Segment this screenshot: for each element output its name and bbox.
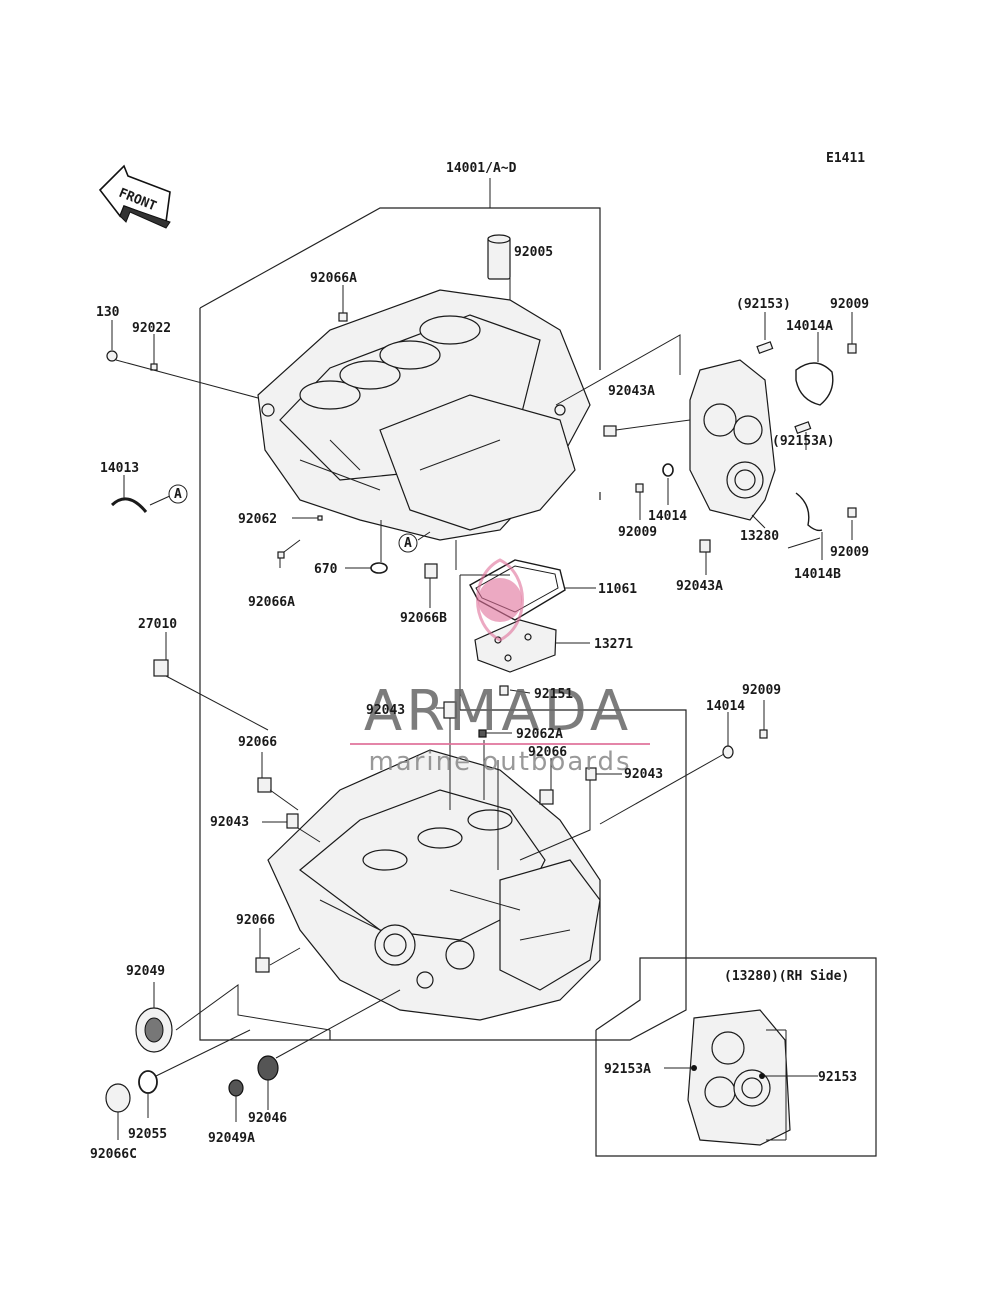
part-label: 92066 [238,735,277,750]
part-label: 92049 [126,964,165,979]
part-label: 92066C [90,1147,137,1162]
part-label: 670 [314,562,338,577]
part-label: 92043 [210,815,249,830]
seal-92049A [228,1079,244,1097]
bearing-14013 [110,497,148,513]
bolt-92009-a [847,343,857,354]
part-label: 92055 [128,1127,167,1142]
watermark-tagline: marine outboards [368,747,631,777]
part-label: 13271 [594,637,633,652]
part-label: 14014 [648,509,687,524]
part-label: 13280 [740,529,779,544]
part-label: 92049A [208,1131,255,1146]
gasket-14014B [795,492,823,532]
bearing-92046 [257,1055,279,1081]
plug-92066A-top [338,312,348,322]
assembly-bracket: 14001/A~D [199,161,687,1041]
oring-670 [370,562,388,574]
diagram-code: E1411 [826,151,865,166]
lower-crankcase [267,749,601,1021]
part-label: 92062A [516,727,563,742]
part-label: 92043 [366,703,405,718]
oring-14014-a [662,463,674,477]
dowel-92043A-b [699,539,711,553]
part-label: 11061 [598,582,637,597]
part-label: 92009 [618,525,657,540]
plug-92066A-low [277,551,285,559]
part-label: 92046 [248,1111,287,1126]
part-label: 92066 [236,913,275,928]
part-label: A [174,487,182,502]
leader-lines [111,278,853,1140]
gasket-14014A [795,362,834,406]
oring-14014-b [722,745,734,759]
oring-92055 [138,1070,158,1094]
inset-rh-side: (13280)(RH Side) [595,957,877,1157]
plug-92066-c [255,957,270,973]
plug-92066-a [257,777,272,793]
part-label: 92066 [528,745,567,760]
part-label: 14014 [706,699,745,714]
sensor-27010 [153,659,169,677]
inset-title: (13280)(RH Side) [724,969,849,984]
part-label: 92151 [534,687,573,702]
plug-92066-b [539,789,554,805]
part-label: A [404,536,412,551]
part-label: 92043A [608,384,655,399]
watermark-logo-icon [478,578,522,622]
part-label: 92066A [310,271,357,286]
plug-92066B [424,563,438,579]
part-label: 92005 [514,245,553,260]
part-label: (92153A) [772,434,835,449]
part-label: (92153) [736,297,791,312]
front-arrow-icon: FRONT [98,164,171,229]
bolt-92009-b [635,483,644,493]
pin-92062 [317,515,323,521]
dowel-92043A-a [603,425,617,437]
watermark-brand: ARMADA [364,679,632,744]
part-label: 92153A [604,1062,651,1077]
part-label: 27010 [138,617,177,632]
part-label: 92043 [624,767,663,782]
part-label: 14013 [100,461,139,476]
plug-92066C [105,1083,131,1113]
bolt-92009-d [759,729,768,739]
upper-crankcase [257,289,591,541]
bolt-92151 [499,685,509,696]
bolt-92153 [756,341,774,354]
bolt-92153A [794,421,812,434]
bolt-92009-c [847,507,857,518]
part-label: 92009 [830,297,869,312]
bolt-130 [106,350,118,362]
dowel-92043-b [286,813,299,829]
part-label: 92022 [132,321,171,336]
rh-side-cover [689,359,776,521]
part-label: 92153 [818,1070,857,1085]
part-label: 14014B [794,567,841,582]
part-labels: 92005 92066A 130 92022 14013 A 92062 A 6… [90,245,869,1162]
part-label: 92066B [400,611,447,626]
part-label: 92009 [742,683,781,698]
watermark: ARMADA marine outboards [350,558,650,777]
part-label: 92009 [830,545,869,560]
part-label: 92066A [248,595,295,610]
part-label: 92043A [676,579,723,594]
part-label: 130 [96,305,120,320]
part-label: 14014A [786,319,833,334]
part-label: 92062 [238,512,277,527]
assembly-label: 14001/A~D [446,161,517,176]
